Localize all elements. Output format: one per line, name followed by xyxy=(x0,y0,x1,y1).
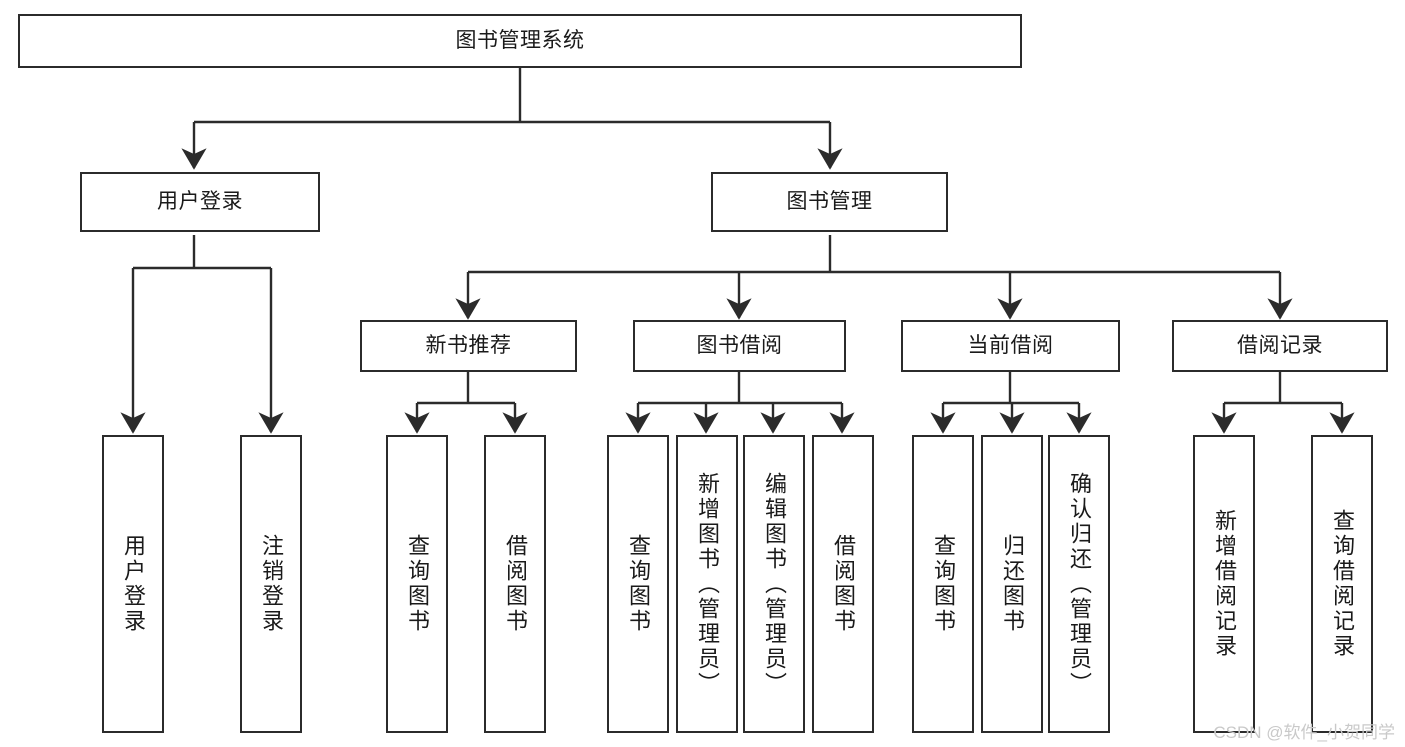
node-leaf-add-record-label: 新增借阅记录 xyxy=(1212,509,1237,659)
node-book-borrow[interactable]: 图书借阅 xyxy=(633,320,846,372)
node-leaf-borrow-book-1-label: 借阅图书 xyxy=(503,534,528,634)
node-current-borrow-label: 当前借阅 xyxy=(967,333,1054,357)
node-leaf-query-book-1-label: 查询图书 xyxy=(405,534,430,634)
node-book-borrow-label: 图书借阅 xyxy=(696,333,783,357)
node-leaf-logout-login-label: 注销登录 xyxy=(259,534,284,634)
node-leaf-add-book-label: 新增图书（管理员） xyxy=(695,471,720,697)
node-leaf-add-record[interactable]: 新增借阅记录 xyxy=(1193,435,1255,733)
node-leaf-borrow-book-1[interactable]: 借阅图书 xyxy=(484,435,546,733)
node-book-management-label: 图书管理 xyxy=(786,189,873,213)
node-new-book-recommend-label: 新书推荐 xyxy=(425,333,512,357)
node-leaf-return-book[interactable]: 归还图书 xyxy=(981,435,1043,733)
node-leaf-edit-book[interactable]: 编辑图书（管理员） xyxy=(743,435,805,733)
node-leaf-confirm-return[interactable]: 确认归还（管理员） xyxy=(1048,435,1110,733)
node-leaf-query-book-1[interactable]: 查询图书 xyxy=(386,435,448,733)
node-leaf-query-book-2-label: 查询图书 xyxy=(626,534,651,634)
node-new-book-recommend[interactable]: 新书推荐 xyxy=(360,320,577,372)
node-root-book-management-system[interactable]: 图书管理系统 xyxy=(18,14,1022,68)
node-leaf-user-login[interactable]: 用户登录 xyxy=(102,435,164,733)
node-user-login-label: 用户登录 xyxy=(157,189,243,213)
node-leaf-query-book-3[interactable]: 查询图书 xyxy=(912,435,974,733)
node-leaf-query-book-3-label: 查询图书 xyxy=(931,534,956,634)
node-leaf-confirm-return-label: 确认归还（管理员） xyxy=(1067,471,1092,697)
node-leaf-edit-book-label: 编辑图书（管理员） xyxy=(762,471,787,697)
node-leaf-return-book-label: 归还图书 xyxy=(1000,534,1025,634)
node-current-borrow[interactable]: 当前借阅 xyxy=(901,320,1120,372)
node-leaf-query-record[interactable]: 查询借阅记录 xyxy=(1311,435,1373,733)
node-leaf-logout-login[interactable]: 注销登录 xyxy=(240,435,302,733)
node-leaf-borrow-book-2[interactable]: 借阅图书 xyxy=(812,435,874,733)
node-leaf-borrow-book-2-label: 借阅图书 xyxy=(831,534,856,634)
node-root-label: 图书管理系统 xyxy=(455,28,585,52)
node-borrow-record-label: 借阅记录 xyxy=(1237,333,1323,357)
node-leaf-query-record-label: 查询借阅记录 xyxy=(1330,509,1355,659)
watermark-text: CSDN @软件_小贺同学 xyxy=(1213,723,1395,742)
node-book-management[interactable]: 图书管理 xyxy=(711,172,948,232)
node-borrow-record[interactable]: 借阅记录 xyxy=(1172,320,1388,372)
node-leaf-query-book-2[interactable]: 查询图书 xyxy=(607,435,669,733)
node-leaf-add-book[interactable]: 新增图书（管理员） xyxy=(676,435,738,733)
node-leaf-user-login-label: 用户登录 xyxy=(121,534,146,634)
node-user-login[interactable]: 用户登录 xyxy=(80,172,320,232)
